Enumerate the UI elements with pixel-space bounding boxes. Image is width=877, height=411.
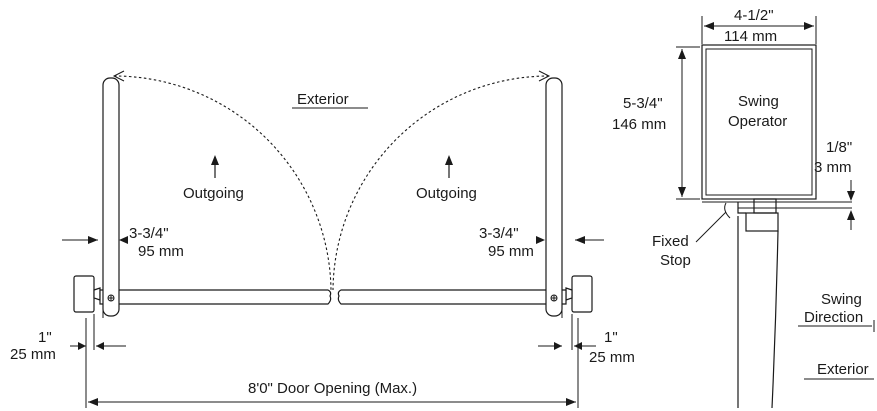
fixed-stop-leader bbox=[695, 211, 727, 243]
left-hinge-dim-arrow bbox=[119, 236, 128, 244]
left-hinge bbox=[93, 287, 101, 301]
right-jamb-dim-mm: 25 mm bbox=[589, 349, 635, 366]
operator-label-line2: Operator bbox=[728, 113, 787, 130]
operator-exterior-label: Exterior bbox=[817, 361, 869, 378]
gap-dim-mm: 3 mm bbox=[814, 159, 852, 176]
operator-height-in: 5-3/4" bbox=[623, 95, 663, 112]
opening-dim-label: 8'0" Door Opening (Max.) bbox=[248, 380, 417, 397]
drive-arm-hub bbox=[753, 198, 777, 214]
swing-direction-label-line2: Direction bbox=[804, 309, 863, 326]
right-arc-arrowhead bbox=[538, 70, 551, 82]
right-outgoing-label: Outgoing bbox=[416, 185, 477, 202]
left-jamb-dim-in: 1" bbox=[38, 329, 52, 346]
right-hinge bbox=[565, 287, 573, 301]
exterior-label: Exterior bbox=[297, 91, 349, 108]
gap-dim-arrow-top bbox=[847, 191, 855, 201]
left-jamb bbox=[73, 275, 95, 313]
right-door-leaf-closed bbox=[337, 289, 567, 305]
fixed-stop bbox=[737, 202, 746, 214]
right-hinge-dim-in: 3-3/4" bbox=[479, 225, 519, 242]
fixed-stop-label-line1: Fixed bbox=[652, 233, 689, 250]
left-arc-arrowhead bbox=[112, 70, 125, 82]
drive-arm-bracket bbox=[745, 212, 779, 232]
right-jamb-dim-in: 1" bbox=[604, 329, 618, 346]
left-hinge-dim-mm: 95 mm bbox=[138, 243, 184, 260]
operator-width-mm: 114 mm bbox=[724, 28, 777, 45]
left-door-leaf-open bbox=[102, 77, 120, 317]
fixed-stop-label-line2: Stop bbox=[660, 252, 691, 269]
fixed-stop-curve bbox=[724, 202, 731, 219]
left-jamb-dim-arrow bbox=[96, 342, 104, 350]
swing-direction-label-line1: Swing bbox=[821, 291, 862, 308]
operator-view: 4-1/2" 114 mm 5-3/4" 146 mm Swing Operat… bbox=[612, 7, 875, 409]
left-outgoing-label: Outgoing bbox=[183, 185, 244, 202]
gap-dim-arrow-bottom bbox=[847, 210, 855, 220]
operator-label-line1: Swing bbox=[738, 93, 779, 110]
right-jamb bbox=[571, 275, 593, 313]
operator-width-in: 4-1/2" bbox=[734, 7, 774, 24]
operator-height-mm: 146 mm bbox=[612, 116, 666, 133]
left-jamb-dim-mm: 25 mm bbox=[10, 346, 56, 363]
door-leaf-right-edge bbox=[771, 230, 779, 409]
right-hinge-dim-mm: 95 mm bbox=[488, 243, 534, 260]
left-hinge-dim-in: 3-3/4" bbox=[129, 225, 169, 242]
right-door-leaf-open bbox=[545, 77, 563, 317]
gap-dim-in: 1/8" bbox=[826, 139, 852, 156]
right-hinge-dim-arrow bbox=[536, 236, 545, 244]
plan-view: Exterior Outgoing Outgoing 3-3/4" 95 mm … bbox=[10, 70, 635, 408]
left-door-leaf-closed bbox=[99, 289, 332, 305]
